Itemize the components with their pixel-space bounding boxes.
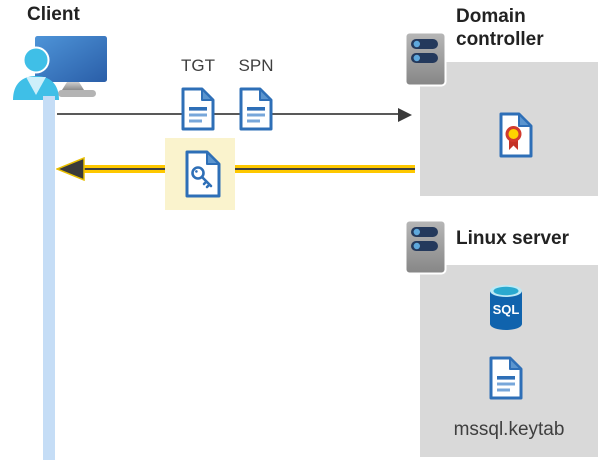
domain-controller-server-icon [404, 31, 447, 87]
domain-controller-label: Domain controller [456, 6, 544, 50]
request-arrowhead-right-icon [398, 108, 412, 122]
response-arrow-line [78, 165, 415, 173]
tgt-label: TGT [181, 56, 215, 75]
client-label: Client [27, 4, 80, 25]
person-collar [26, 77, 46, 95]
request-arrow-line [57, 113, 398, 115]
spn-label: SPN [238, 56, 274, 75]
certificate-icon [499, 112, 533, 158]
spn-document-icon [239, 87, 273, 131]
linux-server-icon [404, 219, 447, 275]
linux-server-label: Linux server [456, 228, 569, 249]
monitor-shape [35, 36, 107, 82]
keytab-file-label: mssql.keytab [453, 419, 565, 440]
monitor-base [58, 90, 96, 97]
person-at-computer-icon [13, 36, 107, 100]
tgt-document-icon [181, 87, 215, 131]
response-arrowhead-left-icon [56, 157, 85, 181]
key-document-icon [185, 150, 221, 198]
client-lifeline [43, 96, 55, 460]
person-head [22, 46, 50, 74]
sql-icon-text: SQL [493, 302, 520, 317]
sql-database-icon: SQL [490, 285, 522, 330]
keytab-document-icon [489, 356, 523, 400]
monitor-stand [62, 82, 84, 90]
